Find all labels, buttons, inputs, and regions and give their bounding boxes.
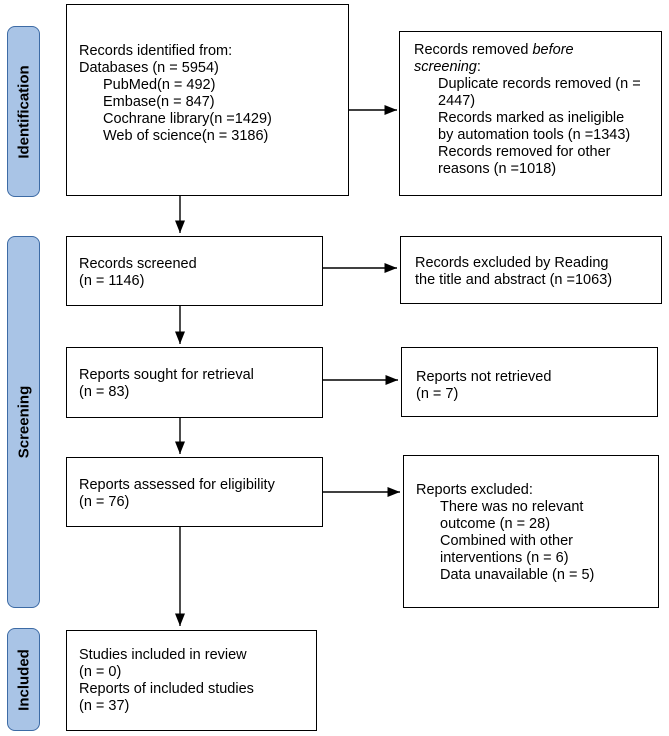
- box-studies-included: Studies included in review (n = 0) Repor…: [66, 630, 317, 731]
- removed-other-count: reasons (n =1018): [438, 161, 557, 177]
- box-records-removed: Records removed before screening: Duplic…: [399, 31, 662, 196]
- reports-excluded-data-unavailable: Data unavailable (n = 5): [440, 567, 595, 583]
- phase-included: Included: [7, 628, 40, 731]
- box-reports-assessed: Reports assessed for eligibility (n = 76…: [66, 457, 323, 527]
- box-reports-sought: Reports sought for retrieval (n = 83): [66, 347, 323, 418]
- included-reports-count: (n = 37): [79, 698, 130, 714]
- box-reports-not-retrieved: Reports not retrieved (n = 7): [401, 347, 658, 417]
- not-retrieved-count: (n = 7): [416, 386, 459, 402]
- box-records-screened: Records screened (n = 1146): [66, 236, 323, 306]
- removed-duplicates-count: 2447): [438, 93, 476, 109]
- sought-label: Reports sought for retrieval: [79, 367, 254, 383]
- screened-label: Records screened: [79, 256, 197, 272]
- removed-automation: Records marked as ineligible: [438, 110, 625, 126]
- identified-heading: Records identified from:: [79, 43, 233, 59]
- assessed-count: (n = 76): [79, 494, 130, 510]
- box-records-identified: Records identified from: Databases (n = …: [66, 4, 349, 196]
- identified-embase: Embase(n = 847): [103, 94, 215, 110]
- included-reports-label: Reports of included studies: [79, 681, 254, 697]
- box-reports-excluded: Reports excluded: There was no relevant …: [403, 455, 659, 608]
- not-retrieved-label: Reports not retrieved: [416, 369, 552, 385]
- identified-pubmed: PubMed(n = 492): [103, 77, 216, 93]
- identified-cochrane: Cochrane library(n =1429): [103, 111, 272, 127]
- reports-excluded-combined-count: interventions (n = 6): [440, 550, 569, 566]
- reports-excluded-no-outcome-count: outcome (n = 28): [440, 516, 551, 532]
- included-studies-label: Studies included in review: [79, 647, 247, 663]
- removed-other: Records removed for other: [438, 144, 611, 160]
- removed-title: Records removed before: [414, 42, 574, 58]
- excluded-label: Records excluded by Reading: [415, 255, 609, 271]
- assessed-label: Reports assessed for eligibility: [79, 477, 275, 493]
- phase-screening: Screening: [7, 236, 40, 608]
- removed-automation-count: by automation tools (n =1343): [438, 127, 631, 143]
- screened-count: (n = 1146): [79, 273, 145, 289]
- reports-excluded-title: Reports excluded:: [416, 482, 533, 498]
- removed-title-cont: screening:: [414, 59, 481, 75]
- reports-excluded-combined: Combined with other: [440, 533, 573, 549]
- removed-duplicates: Duplicate records removed (n =: [438, 76, 641, 92]
- identified-wos: Web of science(n = 3186): [103, 128, 269, 144]
- identified-databases: Databases (n = 5954): [79, 60, 219, 76]
- phase-identification: Identification: [7, 26, 40, 197]
- sought-count: (n = 83): [79, 384, 130, 400]
- excluded-count: the title and abstract (n =1063): [415, 272, 613, 288]
- included-studies-count: (n = 0): [79, 664, 122, 680]
- box-records-excluded: Records excluded by Reading the title an…: [400, 236, 662, 304]
- reports-excluded-no-outcome: There was no relevant: [440, 499, 584, 515]
